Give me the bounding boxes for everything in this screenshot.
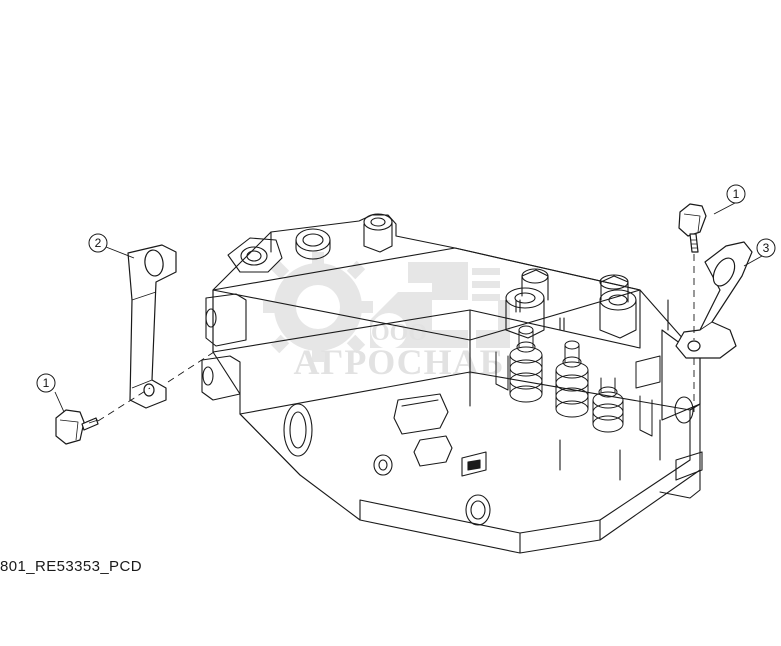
lifting-bracket-right — [675, 241, 753, 359]
figure-caption: 801_RE53353_PCD — [0, 558, 142, 575]
callout-circle-1-left — [36, 373, 56, 393]
callout-circle-3 — [756, 238, 776, 258]
cylinder-head-assembly — [201, 213, 703, 554]
callout-label-1-left: 1 — [42, 376, 50, 390]
callout-label-1-right: 1 — [732, 187, 740, 201]
callout-markers — [36, 184, 776, 393]
callout-circle-2 — [88, 233, 108, 253]
watermark: ООО АГРОСНАБ — [263, 252, 510, 382]
cap-screw-right — [678, 203, 707, 253]
leader-3 — [743, 255, 763, 267]
callout-label-3: 3 — [762, 241, 770, 255]
callout-circle-1-right — [726, 184, 746, 204]
assembly-line-left-bracket — [167, 351, 215, 383]
leader-1-left — [54, 391, 65, 413]
leader-1-right — [713, 202, 736, 215]
watermark-main-text: АГРОСНАБ — [294, 342, 505, 382]
leader-2 — [105, 246, 135, 259]
assembly-line-left-bolt — [97, 387, 151, 422]
leader-lines — [54, 202, 763, 422]
lifting-bracket-left — [127, 244, 177, 409]
cap-screw-left — [55, 409, 99, 445]
callout-label-2: 2 — [94, 236, 102, 250]
